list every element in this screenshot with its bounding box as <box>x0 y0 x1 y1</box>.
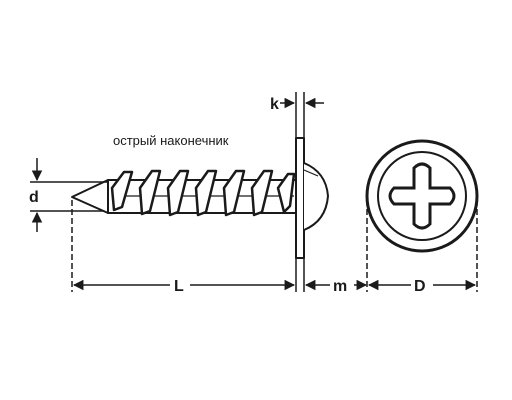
dimension-d-label: d <box>29 189 39 206</box>
screw-threads <box>110 169 296 217</box>
washer-outer-circle <box>365 139 479 253</box>
dimension-D-label: D <box>414 278 426 295</box>
head-inner-circle <box>377 151 467 241</box>
screw-washer-flange <box>295 137 305 259</box>
phillips-recess <box>388 162 456 230</box>
dimension-k-label: k <box>270 96 279 113</box>
dimension-L-label: L <box>174 278 184 295</box>
screw-side-view <box>71 137 329 259</box>
screw-head-dome <box>303 162 329 231</box>
dimension-m-label: m <box>333 278 347 295</box>
tip-annotation: острый наконечник <box>113 133 229 148</box>
screw-top-view <box>365 139 479 253</box>
screw-tip <box>71 179 109 214</box>
